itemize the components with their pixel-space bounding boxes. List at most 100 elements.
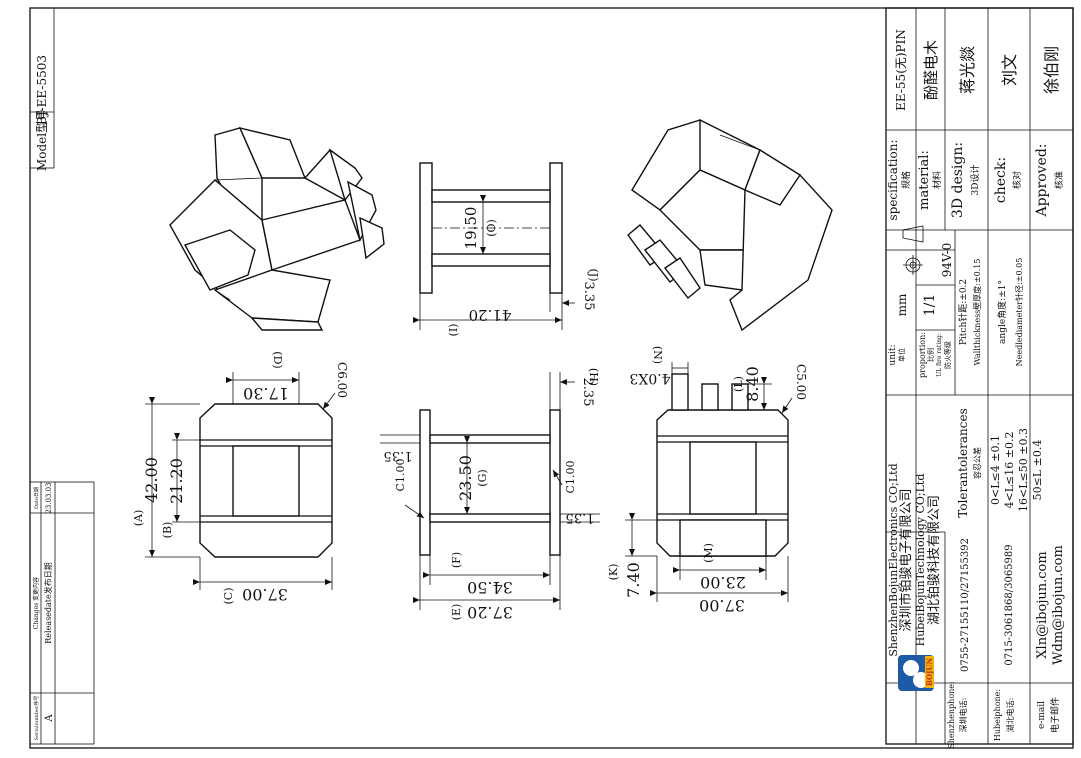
- dim-F-label: (F): [450, 552, 463, 568]
- chamfer-left: C6.00: [335, 362, 349, 398]
- projection-symbol-icon: [902, 225, 924, 275]
- company-cn-1: 深圳市铂骏电子有限公司: [898, 488, 914, 631]
- check-label: check:: [993, 157, 1009, 203]
- dim-C-label: (C): [222, 588, 235, 605]
- dim-K-label: (K): [607, 564, 620, 581]
- hb-phone-value: 0715-3061868/3065989: [1004, 544, 1015, 665]
- dim-E-label: (E): [450, 604, 463, 621]
- needle-text: Needlediameter针径:±0.05: [1014, 258, 1024, 367]
- chamfer-right: C5.00: [794, 364, 808, 400]
- email-label: e-mail: [1037, 701, 1047, 729]
- company-en-2: HubeiBojunTechnology CO;Ltd: [914, 474, 927, 647]
- email-2: Wdm@ibojun.com: [1051, 545, 1066, 665]
- material-value: 酚醛电木: [922, 40, 940, 100]
- email-1: Xln@ibojun.com: [1035, 551, 1050, 658]
- title-block: specification: 规格 EE-55(无)PIN material: …: [885, 7, 1074, 749]
- dim-J-label: (J): [587, 269, 600, 282]
- chamfer-c100-left: C1.00: [394, 459, 407, 492]
- pitch-text: Pitch针距:±0.2: [957, 279, 969, 345]
- side-view-top: 19.50 (O) 41.20 (I) 3.35 (J): [413, 162, 600, 337]
- proportion-value: 1/1: [922, 294, 938, 317]
- dim-I-value: 41.20: [469, 306, 512, 324]
- change-row-date: 23.03.03: [45, 482, 53, 513]
- fire-cn: 防火等级: [943, 341, 952, 369]
- dim-A-value: 42.00: [142, 457, 161, 503]
- spec-value: EE-55(无)PIN: [894, 29, 908, 111]
- dim-bot-135: 1.35: [566, 510, 595, 525]
- change-head-date: Date日期: [34, 487, 40, 509]
- change-row-changes: Releasedate发布日期: [43, 562, 53, 644]
- dim-N-label: (N): [651, 346, 664, 364]
- tol-row: 0<L≤4 ±0.1: [989, 435, 1002, 505]
- dim-G-value: 23.50: [456, 455, 475, 501]
- change-head-changes: Changes 变更内容: [32, 577, 40, 629]
- dim-I-label: (I): [447, 324, 460, 337]
- dim-L-label: (L): [732, 376, 745, 392]
- dim-O-label: (O): [485, 219, 498, 237]
- approved-label: Approved:: [1034, 143, 1050, 217]
- dim-A-label: (A): [132, 510, 145, 527]
- fire-label: UL fire rating:: [936, 333, 943, 377]
- dim-B-label: (B): [161, 522, 174, 539]
- dim-M-value: 23.00: [700, 573, 746, 592]
- isometric-view-top-left: [169, 126, 385, 331]
- design-label: 3D design:: [950, 142, 966, 218]
- company-cn-2: 湖北铂骏科技有限公司: [926, 495, 942, 625]
- dim-B-value: 21.20: [167, 458, 186, 504]
- company-en-1: ShenzhenBojunElectronics CO;Ltd: [887, 463, 900, 656]
- dim-D-label: (D): [271, 351, 284, 368]
- chamfer-c100-right: C1.00: [564, 461, 577, 494]
- tol-row: 4<L≤16 ±0.2: [1003, 432, 1016, 509]
- bojun-logo-icon: BOJUN: [898, 655, 934, 691]
- dim-D-value: 17.30: [243, 384, 289, 403]
- check-cn: 核对: [1011, 171, 1023, 189]
- dim-H-label: (H): [587, 368, 600, 386]
- hb-phone-cn: 湖北电话:: [1005, 698, 1015, 733]
- material-label: material:: [917, 150, 932, 210]
- dim-M-label: (M): [702, 543, 715, 563]
- dim-E-value: 37.20: [467, 603, 513, 622]
- angle-text: angle角度:±1°: [996, 280, 1008, 344]
- design-value: 蒋光燚: [958, 46, 977, 94]
- tol-row: 16<L≤50 ±0.3: [1017, 428, 1030, 512]
- approved-value: 徐伯刚: [1042, 46, 1061, 94]
- model-label: Model型号: [35, 109, 49, 171]
- dim-G-label: (G): [476, 469, 489, 486]
- change-table: Serialnumber序号 Changes 变更内容 Date日期 A Rel…: [29, 481, 95, 745]
- front-view-right: 37.00 23.00 (M) 7.40 (K) 8.40 (L) 4.0X3 …: [607, 346, 808, 615]
- email-cn: 电子邮件: [1049, 697, 1061, 733]
- unit-value: mm: [895, 293, 909, 316]
- dim-K-value: 7.40: [624, 562, 643, 598]
- spec-cn: 规格: [900, 171, 912, 189]
- dim-H-value: 2.35: [580, 378, 595, 407]
- dim-J-value: 3.35: [581, 282, 596, 311]
- tol-title: Tolerantolerances: [956, 408, 970, 517]
- sz-phone-value: 0755-27155110/27155392: [960, 538, 971, 672]
- dim-O-value: 19.50: [462, 207, 480, 250]
- dim-C-value: 37.00: [242, 585, 288, 604]
- dim-L-value: 8.40: [743, 366, 762, 402]
- dim-F-value: 34.50: [467, 578, 513, 597]
- spec-label: specification:: [886, 139, 900, 220]
- tol-row: 50≤L ±0.4: [1031, 440, 1044, 501]
- fire-value: 94V-0: [940, 243, 954, 278]
- change-row-serial: A: [44, 714, 55, 723]
- proportion-label: proportion:: [918, 332, 927, 378]
- unit-label: unit:: [888, 344, 898, 365]
- dim-N-value: 4.0X3: [629, 370, 670, 386]
- model-value: BJ-EE-5503: [35, 55, 49, 125]
- front-view-left: 42.00 (A) 21.20 (B) 37.00 (C) 17.30 (D) …: [132, 351, 349, 604]
- side-view-middle: 23.50 (G) 1.35 1.35 C1.00 C1.00 2.35 (H)…: [380, 368, 600, 622]
- hb-phone-label: Hubeiphone:: [993, 689, 1002, 741]
- dim-bottom-37-value: 37.00: [699, 596, 745, 615]
- wall-text: Wallthickness壁厚度:±0.15: [972, 259, 982, 366]
- sz-phone-cn: 深圳电话:: [958, 698, 968, 733]
- check-value: 刘文: [1000, 54, 1019, 86]
- logo-text: BOJUN: [925, 657, 934, 686]
- tol-cn: 容忍公差: [972, 447, 982, 479]
- dim-top-135: 1.35: [384, 448, 413, 463]
- approved-cn: 核准: [1053, 171, 1065, 189]
- model-box: BJ-EE-5503 Model型号: [29, 7, 55, 171]
- proportion-cn: 比例: [926, 348, 935, 362]
